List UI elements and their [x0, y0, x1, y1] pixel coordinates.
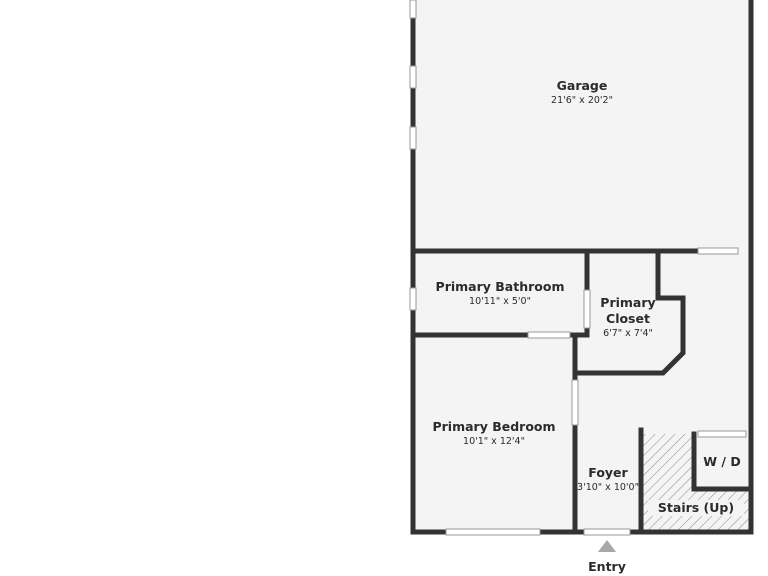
stairs-name: Stairs (Up) [657, 500, 735, 515]
primary-closet-name-line2: Closet [606, 311, 650, 326]
windows [409, 0, 747, 536]
primary-bedroom-name: Primary Bedroom [432, 419, 556, 434]
primary-bathroom-name: Primary Bathroom [435, 279, 565, 294]
entry-door-opening [583, 528, 631, 536]
entry-arrow-icon [598, 540, 616, 552]
primary-bedroom-dimensions: 10'1" x 12'4" [463, 436, 525, 447]
garage-window-2 [409, 65, 417, 89]
bedroom-door-opening [571, 379, 579, 426]
garage-window-1 [409, 0, 417, 19]
primary-closet-dimensions: 6'7" x 7'4" [603, 328, 653, 339]
closet-door-opening [583, 289, 591, 329]
primary-closet-name-line1: Primary [600, 295, 656, 310]
garage-label: Garage 21'6" x 20'2" [532, 78, 632, 107]
wd-area [694, 434, 750, 489]
garage-dimensions: 21'6" x 20'2" [551, 95, 613, 106]
walls [410, 0, 754, 535]
wd-label: W / D [696, 454, 748, 470]
primary-bathroom-label: Primary Bathroom 10'11" x 5'0" [420, 279, 580, 308]
bathroom-window [409, 287, 417, 311]
entry-text: Entry [588, 559, 626, 574]
primary-bathroom-dimensions: 10'11" x 5'0" [469, 296, 531, 307]
stairs-label: Stairs (Up) [648, 500, 744, 516]
garage-door-opening [697, 247, 739, 255]
wd-name: W / D [703, 454, 741, 469]
foyer-label: Foyer 3'10" x 10'0" [576, 465, 640, 494]
bathroom-door-opening [527, 331, 571, 339]
garage-name: Garage [556, 78, 608, 93]
bedroom-window [445, 528, 541, 536]
garage-window-3 [409, 126, 417, 150]
foyer-name: Foyer [588, 465, 628, 480]
primary-bedroom-label: Primary Bedroom 10'1" x 12'4" [420, 419, 568, 448]
entry-label: Entry [577, 559, 637, 575]
primary-closet-label: Primary Closet 6'7" x 7'4" [593, 295, 663, 340]
wd-door-opening [697, 430, 747, 438]
foyer-dimensions: 3'10" x 10'0" [577, 482, 639, 493]
